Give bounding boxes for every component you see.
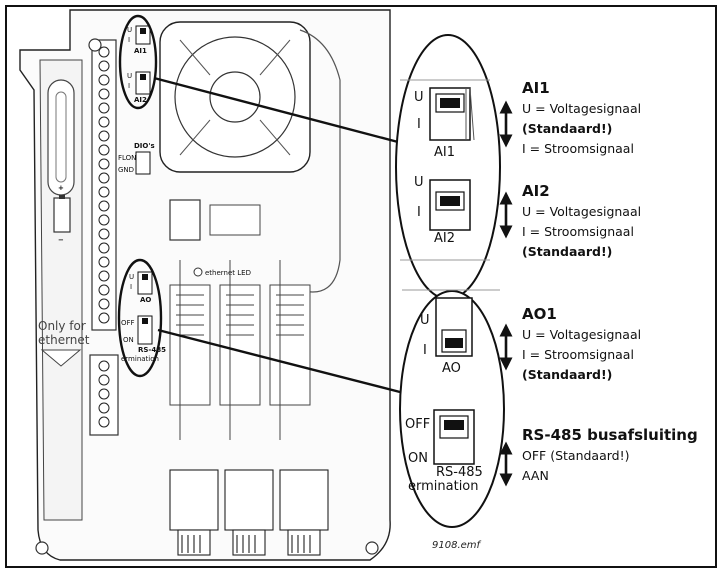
ao1-line2: I = Stroomsignaal	[522, 347, 634, 362]
board-ao-u-label: U	[129, 273, 134, 281]
board-ao-i-label: I	[130, 283, 132, 291]
zoom-circle-ao-rs485: U I AO OFF ON RS-485 ermination	[400, 290, 504, 527]
only-for-label: Only for	[38, 319, 86, 333]
ethernet-label: ethernet	[38, 333, 90, 347]
rs485-line2: AAN	[522, 468, 549, 483]
ai2-line3: (Standaard!)	[522, 244, 612, 259]
battery-plus-label: +	[58, 184, 64, 192]
ai1-line3: I = Stroomsignaal	[522, 141, 634, 156]
zoom-ai1-u-label: U	[414, 90, 424, 105]
label-ao1: AO1 U = Voltagesignaal I = Stroomsignaal…	[506, 305, 641, 382]
bottom-connectors	[170, 470, 328, 555]
board-ai2-u-label: U	[127, 72, 132, 80]
zoom-rs485-label: RS-485	[436, 465, 483, 480]
ao1-line1: U = Voltagesignaal	[522, 327, 641, 342]
zoom-ai2-label: AI2	[434, 231, 455, 246]
fan	[160, 22, 310, 172]
label-ai1: AI1 U = Voltagesignaal (Standaard!) I = …	[506, 79, 641, 156]
zoom-switch-rs485: OFF ON RS-485 ermination	[405, 410, 483, 494]
rs485-line1: OFF (Standaard!)	[522, 448, 629, 463]
board-ai1-i-label: I	[128, 36, 130, 44]
board-gnd-label: GND	[118, 166, 134, 174]
zoom-termination-label: ermination	[408, 479, 479, 494]
ai1-line1: U = Voltagesignaal	[522, 101, 641, 116]
board-ai2-i-label: I	[128, 82, 130, 90]
ai1-line2: (Standaard!)	[522, 121, 612, 136]
board-on-label: ON	[123, 336, 134, 344]
ai2-title: AI2	[522, 182, 550, 200]
board-ai1-u-label: U	[127, 26, 132, 34]
rs485-title: RS-485 busafsluiting	[522, 426, 698, 444]
zoom-ao-u-label: U	[420, 313, 430, 328]
board-off-label: OFF	[121, 319, 135, 327]
board-dio-label: DIO's	[134, 142, 155, 150]
figure-filename: 9108.emf	[432, 540, 482, 551]
board-flon-label: FLON	[118, 154, 136, 162]
ai1-title: AI1	[522, 79, 550, 97]
zoom-ao-label: AO	[442, 361, 461, 376]
label-ai2: AI2 U = Voltagesignaal I = Stroomsignaal…	[506, 182, 641, 259]
zoom-ai2-i-label: I	[417, 205, 421, 220]
label-rs485: RS-485 busafsluiting OFF (Standaard!) AA…	[506, 426, 698, 483]
ao1-title: AO1	[522, 305, 557, 323]
zoom-ai1-i-label: I	[417, 117, 421, 132]
terminal-strip	[90, 40, 118, 435]
battery-minus-label: −	[58, 236, 64, 244]
ethernet-led-label: ethernet LED	[205, 269, 251, 277]
zoom-ao-i-label: I	[423, 343, 427, 358]
board-rs485-label: RS-485	[138, 346, 166, 354]
zoom-on-label: ON	[408, 451, 428, 466]
zoom-circle-ai: U I AI1 U I AI2	[396, 35, 500, 299]
ao1-line3: (Standaard!)	[522, 367, 612, 382]
board-ai1-label: AI1	[134, 47, 147, 55]
zoom-ai2-u-label: U	[414, 175, 424, 190]
ai2-line1: U = Voltagesignaal	[522, 204, 641, 219]
zoom-off-label: OFF	[405, 417, 430, 432]
zoom-ai1-label: AI1	[434, 145, 455, 160]
board-ao-label: AO	[140, 296, 151, 304]
ai2-line2: I = Stroomsignaal	[522, 224, 634, 239]
